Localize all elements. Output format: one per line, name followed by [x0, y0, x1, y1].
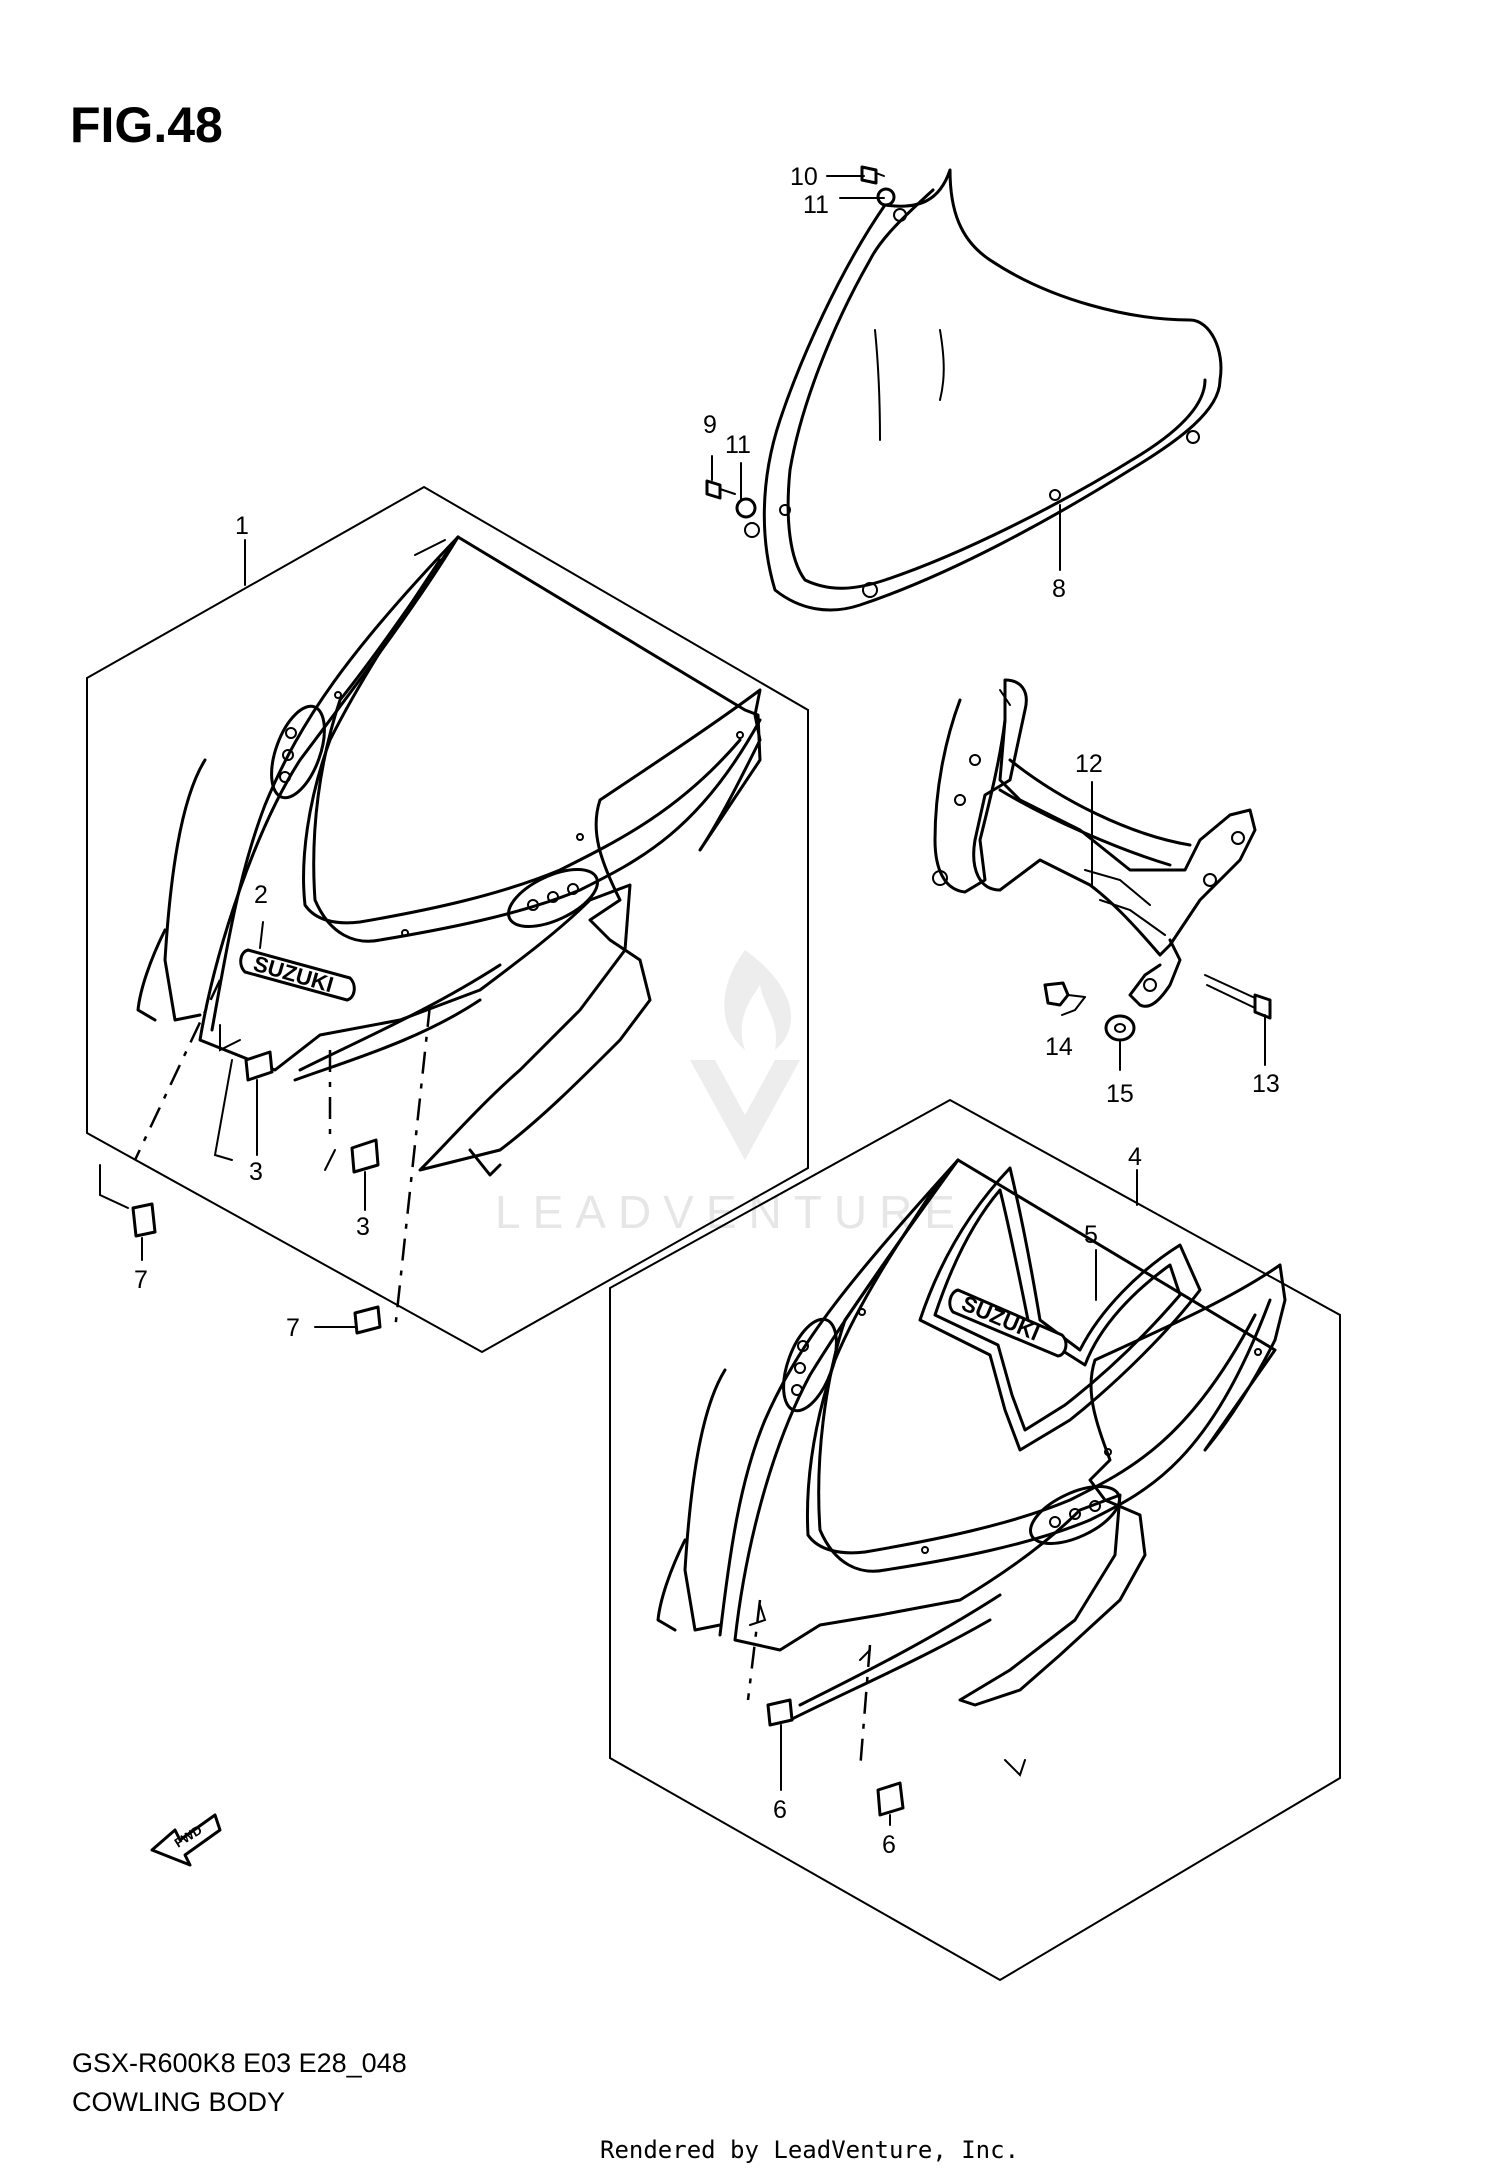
callout-15: 15	[1106, 1080, 1134, 1108]
watermark: LEADVENTURE	[495, 950, 967, 1238]
callout-6-a: 6	[773, 1796, 787, 1824]
suzuki-decal-text: SUZUKI	[958, 1291, 1043, 1346]
nut-part-14	[1043, 981, 1086, 1007]
watermark-text: LEADVENTURE	[495, 1186, 967, 1238]
callout-8: 8	[1052, 575, 1066, 603]
leader-lines	[141, 175, 1266, 1826]
cowling-bracket-part-12	[932, 678, 1257, 1008]
lower-cowling-part-4	[656, 1158, 1287, 1777]
callout-7-a: 7	[134, 1266, 148, 1294]
callout-7-b: 7	[286, 1314, 300, 1342]
section-name: COWLING BODY	[72, 2087, 286, 2117]
callout-5: 5	[1084, 1221, 1098, 1249]
dash-line-lower-left	[746, 1599, 762, 1701]
callout-4: 4	[1128, 1143, 1142, 1171]
callout-2: 2	[254, 881, 268, 909]
callout-1: 1	[235, 512, 249, 540]
dash-line-lower-right	[858, 1644, 872, 1771]
fwd-arrow-icon: FWD	[150, 1813, 222, 1867]
tape-part-6-a	[766, 1698, 794, 1727]
callout-12: 12	[1075, 750, 1103, 778]
callout-3-a: 3	[249, 1158, 263, 1186]
tape-part-7-b	[353, 1305, 382, 1335]
windscreen-part-8	[762, 168, 1223, 612]
tape-part-3-a	[244, 1050, 274, 1082]
suzuki-badge-text: SUZUKI	[251, 951, 337, 998]
dash-line-upper-left	[133, 979, 222, 1161]
model-code: GSX-R600K8 E03 E28_048	[72, 2048, 407, 2078]
tape-part-7-a	[131, 1202, 157, 1238]
dash-line-upper-mid	[393, 1004, 432, 1331]
tape-part-6-b	[876, 1781, 905, 1817]
callout-14: 14	[1045, 1033, 1073, 1061]
callout-6-b: 6	[882, 1831, 896, 1859]
figure-title: FIG.48	[70, 97, 223, 153]
tape-part-3-b	[350, 1138, 380, 1174]
upper-cowling-box	[86, 485, 809, 1354]
screw-part-9	[705, 479, 736, 500]
suzuki-badge-part-2: SUZUKI	[239, 948, 356, 1002]
callout-3-b: 3	[356, 1213, 370, 1241]
callout-13: 13	[1252, 1070, 1280, 1098]
upper-cowling-part-1	[136, 535, 762, 1177]
bolt-part-13	[1204, 974, 1272, 1020]
washer-part-15	[1104, 1014, 1136, 1042]
callout-11-b: 11	[725, 431, 751, 459]
screw-part-10	[860, 165, 885, 185]
flame-v-logo-icon	[690, 950, 800, 1160]
callout-10: 10	[790, 163, 818, 191]
lower-cowling-box	[609, 1098, 1341, 1982]
nut-part-11-b	[735, 497, 760, 538]
callout-9: 9	[703, 411, 717, 439]
callout-11-a: 11	[803, 191, 829, 219]
rendered-by-credit: Rendered by LeadVenture, Inc.	[600, 2136, 1020, 2164]
callout-labels: 1 2 3 3 7 7 10 11 9 11 8 12 13 14 15 4 5…	[134, 163, 1280, 1859]
